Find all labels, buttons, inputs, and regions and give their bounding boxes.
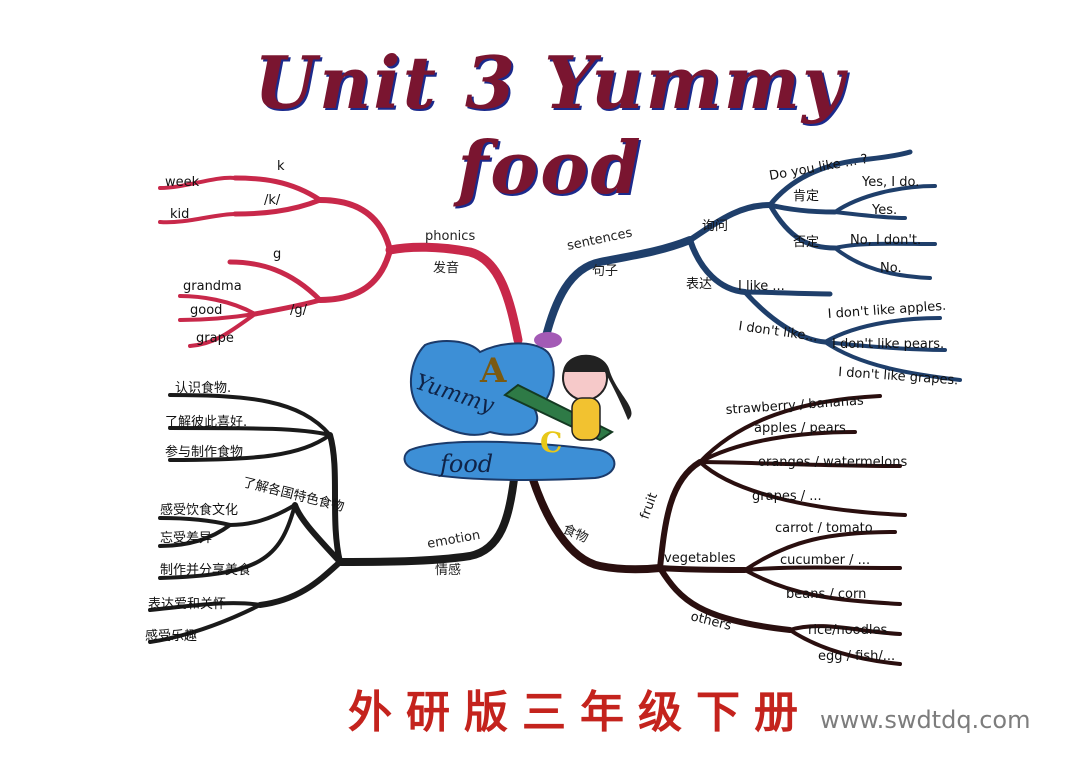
center-illustration: Yummy food A C	[403, 332, 632, 481]
positive-label: 肯定	[793, 189, 819, 204]
k-sound: /k/	[264, 193, 281, 208]
negative-label: 否定	[793, 235, 819, 250]
emotion-item-8: 感受乐趣	[145, 628, 197, 644]
phonics-split	[317, 197, 393, 303]
food-trunk	[526, 466, 664, 574]
vegetables-item-1: carrot / tomato	[775, 521, 873, 536]
center-text-food: food	[438, 450, 493, 478]
fruit-item-3: oranges / watermelons	[758, 455, 907, 470]
ask-branch	[767, 149, 913, 251]
sentences-label: sentences	[566, 225, 634, 253]
ask-question: Do you like ... ?	[768, 152, 869, 184]
emotion-item-5: 忘受差异	[160, 531, 212, 546]
answer-yes-i-do: Yes, I do.	[861, 175, 919, 190]
g-sound: /g/	[290, 303, 308, 318]
g-words	[178, 294, 257, 348]
express-label: 表达	[686, 277, 712, 292]
vegetables-branch	[743, 530, 902, 606]
sentences-split	[687, 202, 773, 295]
vegetables-label: vegetables	[664, 551, 736, 566]
emotion-item-4: 感受饮食文化	[160, 502, 238, 518]
emotion-item-3: 参与制作食物	[165, 444, 243, 460]
express-like: I like ...	[738, 279, 785, 294]
g-letter: g	[273, 247, 281, 262]
phonics-label-cn: 发音	[433, 260, 459, 276]
center-letter-a: A	[479, 351, 507, 391]
bow-shape	[534, 332, 562, 348]
girl-hair	[563, 354, 632, 420]
example-pears: I don't like pears.	[832, 337, 944, 352]
emotion-item-7: 表达爱和关怀	[148, 597, 226, 612]
k-letter: k	[277, 159, 285, 174]
center-letter-c: C	[540, 426, 562, 459]
girl-body	[571, 397, 601, 441]
emotion-label: emotion	[426, 528, 481, 552]
emotion-trunk	[336, 466, 519, 566]
others-item-1: rice/noodles	[808, 623, 887, 638]
fruit-item-2: apples / pears	[754, 421, 846, 436]
phonics-word-grandma: grandma	[183, 279, 242, 294]
answer-no: No.	[880, 261, 902, 276]
phonics-trunk	[385, 242, 523, 345]
watermark-text: www.swdtdq.com	[820, 706, 1031, 734]
emotion-group1	[168, 393, 332, 462]
emotion-group2	[158, 503, 297, 580]
food-split	[657, 459, 793, 633]
answer-no-i-dont: No, I don't.	[850, 233, 921, 248]
fruit-item-4: grapes / ...	[752, 489, 822, 504]
g-branch	[227, 259, 323, 317]
vegetables-item-3: beans / corn	[786, 587, 866, 602]
emotion-label-cn: 情感	[435, 562, 461, 578]
others-branch	[788, 624, 902, 666]
others-label: others	[689, 609, 733, 634]
emotion-split	[257, 432, 343, 608]
phonics-word-kid: kid	[170, 207, 189, 222]
example-grapes: I don't like grapes.	[838, 365, 959, 388]
phonics-label: phonics	[425, 229, 475, 244]
page-subtitle: 外研版三年级下册	[348, 687, 812, 738]
emotion-item-2: 了解彼此喜好.	[165, 415, 247, 430]
express-examples	[823, 316, 962, 382]
phonics-word-grape: grape	[196, 331, 234, 346]
fruit-label: fruit	[638, 491, 661, 521]
ask-label: 询问	[702, 219, 728, 234]
vegetables-item-2: cucumber / ...	[780, 553, 870, 568]
phonics-word-good: good	[190, 303, 222, 318]
fruit-branch	[698, 394, 907, 517]
express-branch	[742, 289, 833, 345]
k-branch	[232, 175, 323, 217]
center-blob-bottom	[403, 440, 616, 481]
answer-yes: Yes.	[871, 203, 897, 218]
others-item-2: egg / fish/...	[818, 649, 895, 664]
fruit-item-1: strawberry / bananas	[725, 393, 864, 418]
ask-answers	[833, 184, 937, 280]
sentences-trunk	[541, 236, 694, 344]
emotion-item-6: 制作并分享美食	[160, 562, 251, 578]
phonics-word-week: week	[165, 175, 200, 190]
emotion-group3	[148, 601, 262, 644]
emotion-item-1: 认识食物.	[175, 380, 231, 396]
page-title: Unit 3 Yummy food	[254, 40, 846, 210]
k-words	[158, 175, 237, 225]
sentences-label-cn: 句子	[592, 264, 618, 279]
